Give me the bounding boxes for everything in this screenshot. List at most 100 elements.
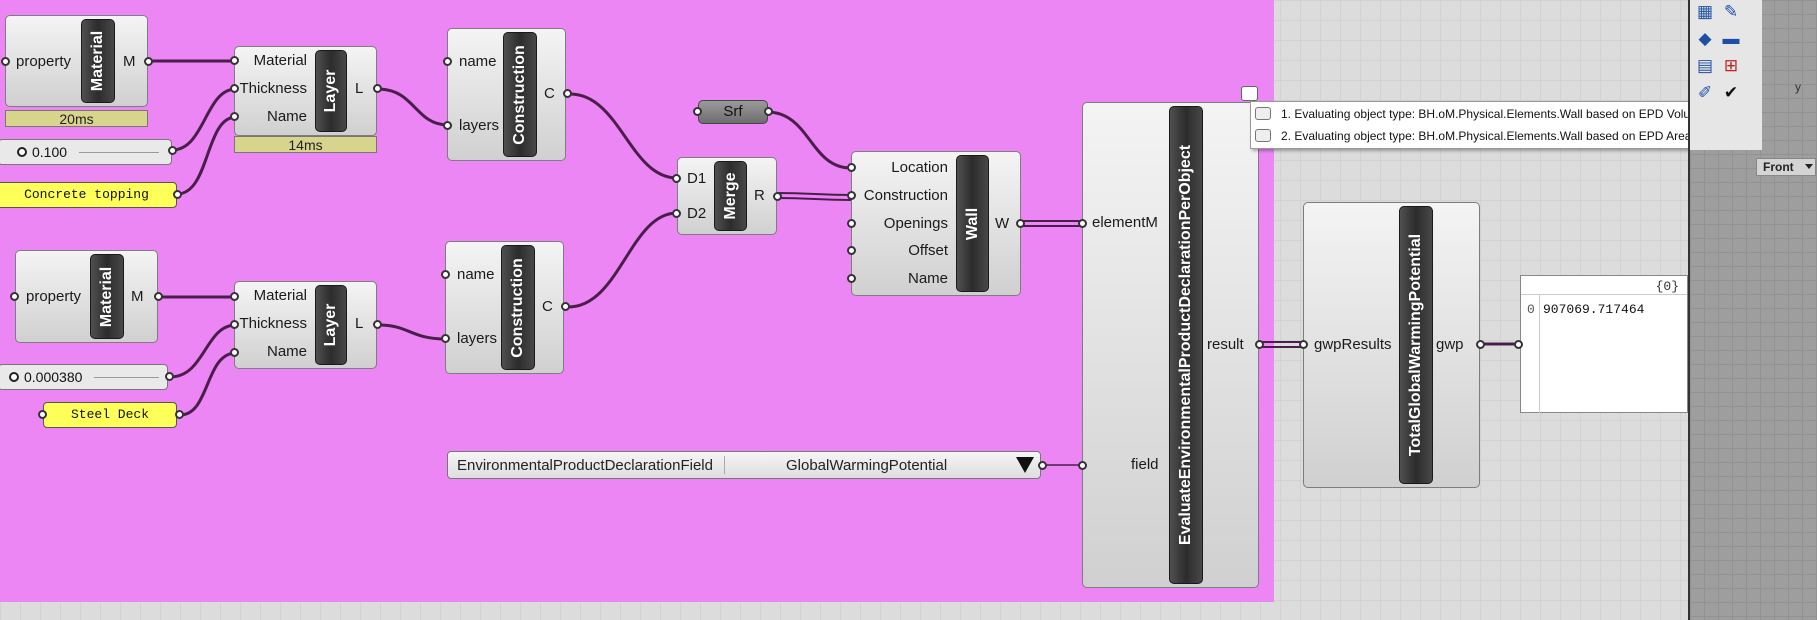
layer2-name-grip[interactable] [230, 348, 239, 357]
result-panel[interactable]: {0} 0 907069.717464 [1520, 275, 1688, 413]
layer1-material-grip[interactable] [230, 56, 239, 65]
construction1-name-grip[interactable] [443, 57, 452, 66]
srf-parameter[interactable]: Srf [698, 100, 768, 124]
panel1-output-grip[interactable] [173, 190, 182, 199]
wall-location-grip[interactable] [847, 163, 856, 172]
epd-field-value-list[interactable]: EnvironmentalProductDeclarationField Glo… [447, 451, 1041, 479]
merge-output-grip[interactable] [773, 192, 782, 201]
material-component-2[interactable]: property Material M [15, 250, 158, 343]
slider1-knob[interactable] [17, 147, 27, 157]
panel2-input-grip[interactable] [38, 410, 47, 419]
material1-input-grip[interactable] [1, 57, 10, 66]
evaluate-epd-component[interactable]: elementM field EvaluateEnvironmentalProd… [1082, 102, 1259, 588]
result-panel-path: {0} [1655, 279, 1679, 294]
construction2-layers-grip[interactable] [441, 334, 450, 343]
merge-component[interactable]: D1 D2 Merge R [677, 157, 777, 235]
total-gwp-component[interactable]: gwpResults TotalGlobalWarmingPotential g… [1303, 202, 1480, 488]
wall-name-grip[interactable] [847, 274, 856, 283]
construction2-name-grip[interactable] [441, 270, 450, 279]
evaluate-output-label: result [1207, 336, 1244, 353]
group-tool-icon[interactable]: ▦ [1696, 2, 1714, 21]
wall-input-construction: Construction [863, 187, 948, 204]
construction1-layers-grip[interactable] [443, 121, 452, 130]
construction2-input-name: name [457, 266, 495, 283]
result-panel-input-grip[interactable] [1514, 340, 1523, 349]
wire-layer1-construction1 [377, 87, 449, 127]
wire-layer2-construction2 [377, 323, 447, 341]
dropdown-arrow-icon[interactable] [1016, 457, 1034, 473]
runtime-message-icon[interactable] [1241, 86, 1258, 101]
material1-output-grip[interactable] [144, 57, 153, 66]
construction-component-2[interactable]: name layers Construction C [445, 241, 564, 374]
dimension-tool-icon[interactable]: ⊞ [1723, 56, 1739, 75]
construction2-output-grip[interactable] [561, 302, 570, 311]
slider1-output-grip[interactable] [168, 146, 177, 155]
result-panel-index-column [1539, 295, 1540, 413]
pencil-tool-icon[interactable]: ✐ [1697, 83, 1713, 102]
view-name-tab[interactable]: Front [1756, 158, 1816, 176]
number-slider-1[interactable]: 0.100 [0, 139, 172, 165]
plane-tool-icon[interactable]: ▬ [1722, 29, 1740, 48]
number-slider-2[interactable]: 0.000380 [0, 364, 168, 390]
component-group[interactable] [0, 0, 1274, 602]
construction1-input-layers: layers [459, 117, 500, 134]
total-output-grip[interactable] [1476, 340, 1485, 349]
layer2-material-grip[interactable] [230, 292, 239, 301]
material1-input-label: property [16, 53, 72, 70]
wall-openings-grip[interactable] [847, 219, 856, 228]
evaluate-output-grip[interactable] [1255, 340, 1264, 349]
edit-tool-icon[interactable]: ✎ [1723, 2, 1739, 21]
material2-output-grip[interactable] [154, 292, 163, 301]
wall-component[interactable]: Location Construction Openings Offset Na… [851, 151, 1021, 296]
panel-steel-deck[interactable]: Steel Deck [43, 402, 177, 428]
view-name-label: Front [1763, 160, 1794, 174]
layer1-input-name: Name [266, 108, 307, 125]
srf-input-grip[interactable] [693, 107, 702, 116]
panel2-output-grip[interactable] [175, 410, 184, 419]
panel-concrete-topping[interactable]: Concrete topping [0, 182, 177, 208]
layer1-output-grip[interactable] [373, 84, 382, 93]
layer2-input-thickness: Thickness [239, 315, 307, 332]
slider2-output-grip[interactable] [165, 372, 174, 381]
material1-timer: 20ms [5, 110, 148, 127]
layer-component-2[interactable]: Material Thickness Name Layer L [234, 281, 377, 369]
construction1-output-grip[interactable] [563, 89, 572, 98]
layer1-output-label: L [355, 80, 364, 97]
wall-output-grip[interactable] [1016, 219, 1025, 228]
construction-component-1[interactable]: name layers Construction C [447, 28, 566, 161]
layer2-thickness-grip[interactable] [230, 320, 239, 329]
value-list-divider [724, 456, 725, 474]
layer1-name-grip[interactable] [230, 112, 239, 121]
wall-construction-grip[interactable] [847, 191, 856, 200]
check-tool-icon[interactable]: ✔ [1723, 83, 1739, 102]
material2-input-grip[interactable] [10, 292, 19, 301]
value-list-selected[interactable]: GlobalWarmingPotential [786, 457, 948, 474]
grid-tool-icon[interactable]: ▤ [1696, 56, 1714, 75]
slider1-track[interactable] [79, 152, 159, 153]
wall-offset-grip[interactable] [847, 246, 856, 255]
material-component-1[interactable]: property Material M [5, 15, 148, 107]
box-tool-icon[interactable]: ◆ [1698, 29, 1712, 48]
layer1-thickness-grip[interactable] [230, 84, 239, 93]
rhino-viewport-panel[interactable]: ▦ ✎ ◆ ▬ ▤ ⊞ ✐ ✔ y Front [1688, 0, 1817, 620]
view-menu-arrow-icon[interactable] [1805, 164, 1813, 169]
layer2-output-grip[interactable] [373, 320, 382, 329]
slider2-knob[interactable] [9, 372, 19, 382]
slider2-track[interactable] [94, 377, 159, 378]
layer-component-1[interactable]: Material Thickness Name Layer L [234, 46, 377, 136]
value-list-output-grip[interactable] [1038, 461, 1047, 470]
srf-output-grip[interactable] [764, 107, 773, 116]
merge-d1-grip[interactable] [672, 174, 681, 183]
merge-d2-grip[interactable] [672, 209, 681, 218]
tooltip-line-2: 2. Evaluating object type: BH.oM.Physica… [1281, 129, 1769, 143]
construction2-output-label: C [542, 298, 553, 315]
tooltip-row-2: 2. Evaluating object type: BH.oM.Physica… [1251, 126, 1810, 148]
evaluate-elements-grip[interactable] [1078, 219, 1087, 228]
grasshopper-canvas[interactable]: property Material M 20ms Material Thickn… [0, 0, 1688, 620]
merge-title-bar: Merge [714, 161, 747, 231]
total-input-gwpresults: gwpResults [1314, 336, 1392, 353]
total-input-grip[interactable] [1299, 340, 1308, 349]
evaluate-field-grip[interactable] [1078, 461, 1087, 470]
construction2-input-layers: layers [457, 330, 498, 347]
material2-title-bar: Material [90, 254, 124, 339]
